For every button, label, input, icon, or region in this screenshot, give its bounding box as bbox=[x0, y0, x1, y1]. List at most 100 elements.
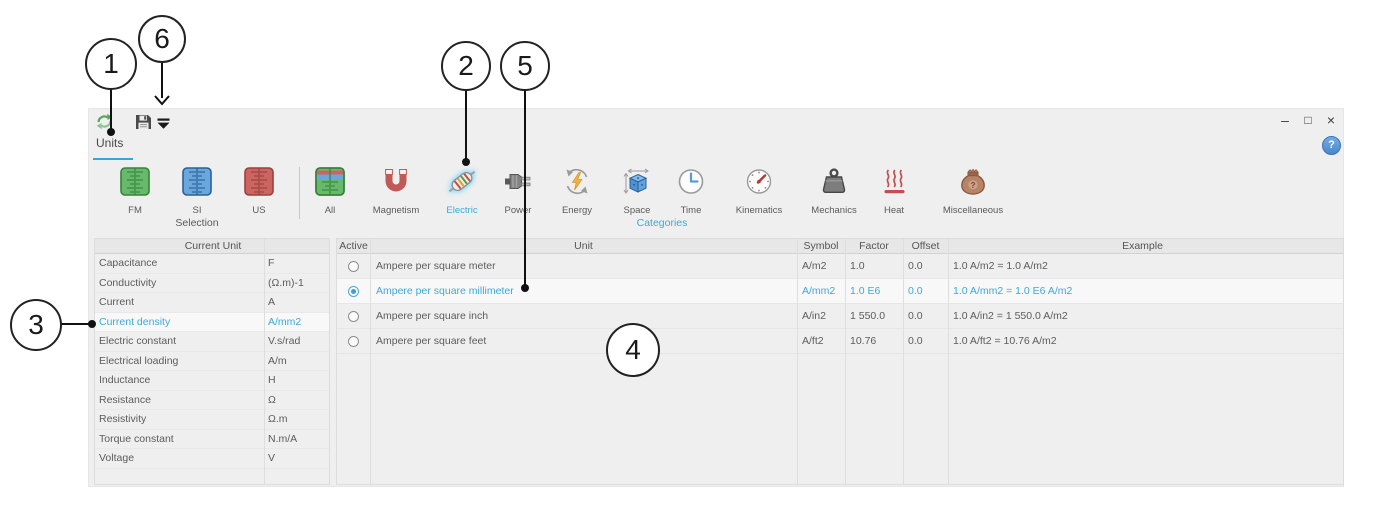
unit-offset: 0.0 bbox=[908, 285, 923, 297]
callout-3-line bbox=[61, 323, 91, 325]
minimize-button[interactable]: – bbox=[1281, 112, 1289, 128]
quantity-name: Capacitance bbox=[99, 257, 158, 269]
radio-unselected[interactable] bbox=[348, 311, 359, 322]
category-item-power[interactable]: Power bbox=[488, 167, 548, 216]
category-item-label: Time bbox=[680, 205, 702, 216]
category-item-label: Heat bbox=[883, 205, 905, 216]
category-item-kinematics[interactable]: Kinematics bbox=[729, 167, 789, 216]
selection-item-label: SI bbox=[192, 205, 202, 216]
quantity-name: Inductance bbox=[99, 374, 151, 386]
table-row[interactable]: Ampere per square meter A/m2 1.0 0.0 1.0… bbox=[337, 254, 1343, 279]
save-icon[interactable] bbox=[135, 114, 152, 135]
category-item-heat[interactable]: Heat bbox=[864, 167, 924, 216]
quantity-unit: A/mm2 bbox=[268, 315, 302, 328]
cube-icon bbox=[622, 167, 652, 197]
dropdown-icon[interactable] bbox=[156, 117, 171, 135]
unit-offset: 0.0 bbox=[908, 310, 923, 322]
quantity-name: Torque constant bbox=[99, 432, 174, 445]
quantity-name: Conductivity bbox=[99, 276, 157, 289]
help-button[interactable]: ? bbox=[1322, 136, 1341, 155]
category-item-label: Miscellaneous bbox=[942, 205, 1004, 216]
category-item-time[interactable]: Time bbox=[661, 167, 721, 216]
table-row[interactable]: Voltage V bbox=[95, 449, 329, 469]
category-item-all[interactable]: All bbox=[300, 167, 360, 216]
category-item-label: Space bbox=[623, 205, 651, 216]
callout-2-line bbox=[465, 90, 467, 160]
category-item-miscellaneous[interactable]: ? Miscellaneous bbox=[933, 167, 1013, 216]
maximize-button[interactable]: □ bbox=[1304, 113, 1312, 127]
selection-item-label: FM bbox=[128, 205, 142, 216]
radio-unselected[interactable] bbox=[348, 336, 359, 347]
selection-item-si[interactable]: SI bbox=[167, 167, 227, 216]
unit-example: 1.0 A/m2 = 1.0 A/m2 bbox=[953, 260, 1048, 272]
table-row[interactable]: Ampere per square inch A/in2 1 550.0 0.0… bbox=[337, 304, 1343, 329]
weight-icon bbox=[819, 167, 849, 197]
radio-unselected[interactable] bbox=[348, 261, 359, 272]
table-row[interactable]: Conductivity(Ω.m)-1 bbox=[95, 274, 329, 293]
unit-symbol: A/mm2 bbox=[802, 285, 836, 297]
header-unit: Unit bbox=[574, 240, 593, 252]
quantity-unit: V bbox=[268, 452, 276, 464]
units-table-header: Active Unit Symbol Factor Offset Example bbox=[337, 239, 1343, 254]
close-button[interactable]: × bbox=[1326, 112, 1336, 128]
callout-number: 5 bbox=[517, 50, 533, 81]
callout-4: 4 bbox=[606, 323, 660, 377]
selection-item-us[interactable]: US bbox=[229, 167, 289, 216]
heat-icon bbox=[879, 167, 909, 197]
callout-5-dot bbox=[521, 284, 529, 292]
unit-factor: 1.0 bbox=[850, 260, 865, 272]
callout-6-line bbox=[161, 62, 163, 98]
resistor-icon bbox=[447, 167, 477, 197]
category-item-label: Kinematics bbox=[735, 205, 783, 216]
svg-text:?: ? bbox=[970, 180, 975, 190]
tab-units[interactable]: Units bbox=[96, 136, 124, 150]
quantity-name: Voltage bbox=[99, 452, 135, 464]
header-offset: Offset bbox=[911, 240, 940, 252]
magnet-icon bbox=[381, 167, 411, 197]
quantity-name: Current bbox=[99, 296, 135, 308]
callout-number: 6 bbox=[154, 23, 170, 54]
tab-underline bbox=[93, 158, 133, 160]
callout-6-arrowhead bbox=[154, 95, 170, 106]
callout-number: 3 bbox=[28, 309, 44, 340]
callout-3-dot bbox=[88, 320, 96, 328]
ruler-si-icon bbox=[182, 167, 212, 197]
energy-icon bbox=[562, 167, 592, 197]
selection-group-label: Selection bbox=[175, 217, 219, 229]
callout-number: 1 bbox=[103, 48, 119, 79]
quantity-unit: F bbox=[268, 257, 275, 269]
quantity-name: Electrical loading bbox=[99, 354, 179, 367]
units-table: Active Unit Symbol Factor Offset Example… bbox=[336, 238, 1344, 485]
table-row[interactable]: Torque constant N.m/A bbox=[95, 430, 329, 449]
category-item-label: All bbox=[324, 205, 336, 216]
category-item-electric[interactable]: Electric bbox=[432, 167, 492, 216]
callout-3: 3 bbox=[10, 299, 62, 351]
unit-example: 1.0 A/mm2 = 1.0 E6 A/m2 bbox=[953, 285, 1073, 297]
category-item-space[interactable]: Space bbox=[607, 167, 667, 216]
callout-1-line bbox=[110, 89, 112, 131]
header-example: Example bbox=[1122, 240, 1163, 252]
unit-name: Ampere per square inch bbox=[376, 310, 489, 322]
table-row[interactable]: Ampere per square feet A/ft2 10.76 0.0 1… bbox=[337, 329, 1343, 354]
ruler-all-icon bbox=[315, 167, 345, 197]
callout-5-line bbox=[524, 90, 526, 286]
quantity-unit: N.m/A bbox=[268, 432, 298, 445]
selection-item-fm[interactable]: FM bbox=[105, 167, 165, 216]
table-row[interactable]: Capacitance F bbox=[95, 254, 329, 274]
category-item-magnetism[interactable]: Magnetism bbox=[366, 167, 426, 216]
category-item-mechanics[interactable]: Mechanics bbox=[804, 167, 864, 216]
table-row-selected[interactable]: Ampere per square millimeter A/mm2 1.0 E… bbox=[337, 279, 1343, 304]
quantity-unit: V.s/rad bbox=[268, 335, 301, 347]
radio-selected[interactable] bbox=[348, 286, 359, 297]
header-symbol: Symbol bbox=[803, 240, 839, 252]
category-item-energy[interactable]: Energy bbox=[547, 167, 607, 216]
